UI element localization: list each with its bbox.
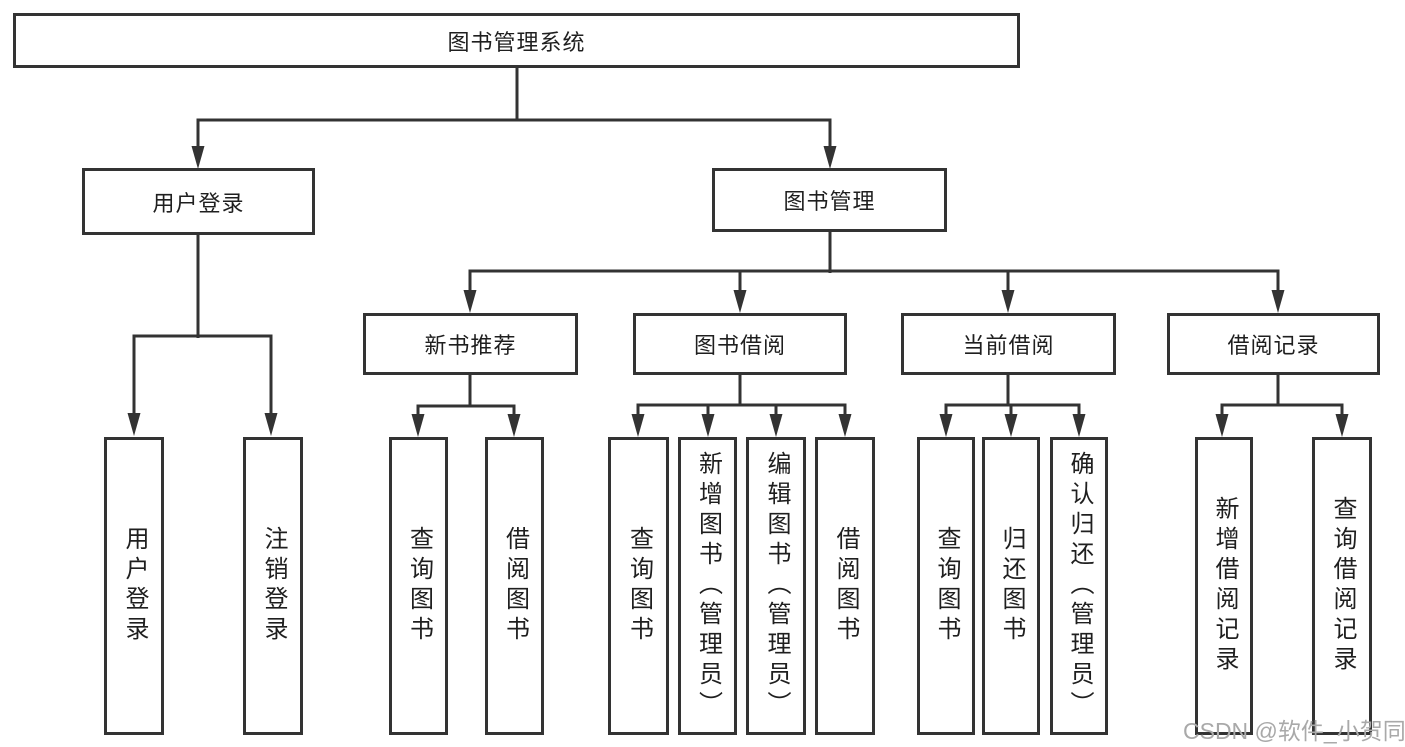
node-borrow-records-label: 借阅记录	[1227, 333, 1320, 358]
leaf-add-books-admin-label: 新增图书（管理员）	[694, 451, 722, 721]
leaf-query-books-borrow-label: 查询图书	[625, 526, 653, 646]
node-borrow-records: 借阅记录	[1167, 313, 1380, 375]
leaf-logout-label: 注销登录	[260, 526, 287, 646]
node-book-borrow-label: 图书借阅	[693, 333, 786, 358]
node-user-login-branch: 用户登录	[82, 168, 315, 235]
leaf-borrow-books: 借阅图书	[815, 437, 875, 735]
node-book-borrow: 图书借阅	[633, 313, 847, 375]
node-new-book-recommend-label: 新书推荐	[424, 333, 517, 358]
leaf-return-books: 归还图书	[982, 437, 1040, 735]
leaf-query-books-recommend-label: 查询图书	[405, 526, 433, 646]
leaf-query-books-current: 查询图书	[917, 437, 975, 735]
leaf-logout: 注销登录	[243, 437, 303, 735]
leaf-query-borrow-record: 查询借阅记录	[1312, 437, 1372, 735]
leaf-query-borrow-record-label: 查询借阅记录	[1329, 496, 1356, 676]
csdn-watermark: CSDN @软件_小贺同学	[1183, 718, 1405, 744]
arrowheads	[127, 146, 1349, 437]
node-user-login-branch-label: 用户登录	[152, 190, 245, 216]
leaf-confirm-return-admin-label: 确认归还（管理员）	[1066, 451, 1093, 721]
leaf-borrow-books-label: 借阅图书	[832, 526, 859, 646]
leaf-confirm-return-admin: 确认归还（管理员）	[1050, 437, 1108, 735]
node-library-system-label: 图书管理系统	[447, 29, 586, 55]
leaf-user-login-label: 用户登录	[121, 526, 148, 646]
node-book-management-label: 图书管理	[783, 189, 876, 214]
leaf-borrow-books-recommend-label: 借阅图书	[501, 526, 529, 646]
leaf-add-books-admin: 新增图书（管理员）	[678, 437, 737, 735]
leaf-query-books-current-label: 查询图书	[933, 526, 960, 646]
leaf-borrow-books-recommend: 借阅图书	[485, 437, 544, 735]
node-current-borrow-label: 当前借阅	[962, 333, 1055, 358]
node-book-management: 图书管理	[712, 168, 947, 232]
leaf-add-borrow-record: 新增借阅记录	[1195, 437, 1253, 735]
leaf-edit-books-admin-label: 编辑图书（管理员）	[763, 451, 790, 721]
node-new-book-recommend: 新书推荐	[363, 313, 578, 375]
leaf-user-login: 用户登录	[104, 437, 164, 735]
leaf-add-borrow-record-label: 新增借阅记录	[1211, 496, 1238, 676]
leaf-query-books-borrow: 查询图书	[608, 437, 669, 735]
node-current-borrow: 当前借阅	[901, 313, 1116, 375]
leaf-query-books-recommend: 查询图书	[389, 437, 448, 735]
leaf-edit-books-admin: 编辑图书（管理员）	[746, 437, 806, 735]
leaf-return-books-label: 归还图书	[998, 526, 1025, 646]
node-library-system: 图书管理系统	[13, 13, 1020, 68]
